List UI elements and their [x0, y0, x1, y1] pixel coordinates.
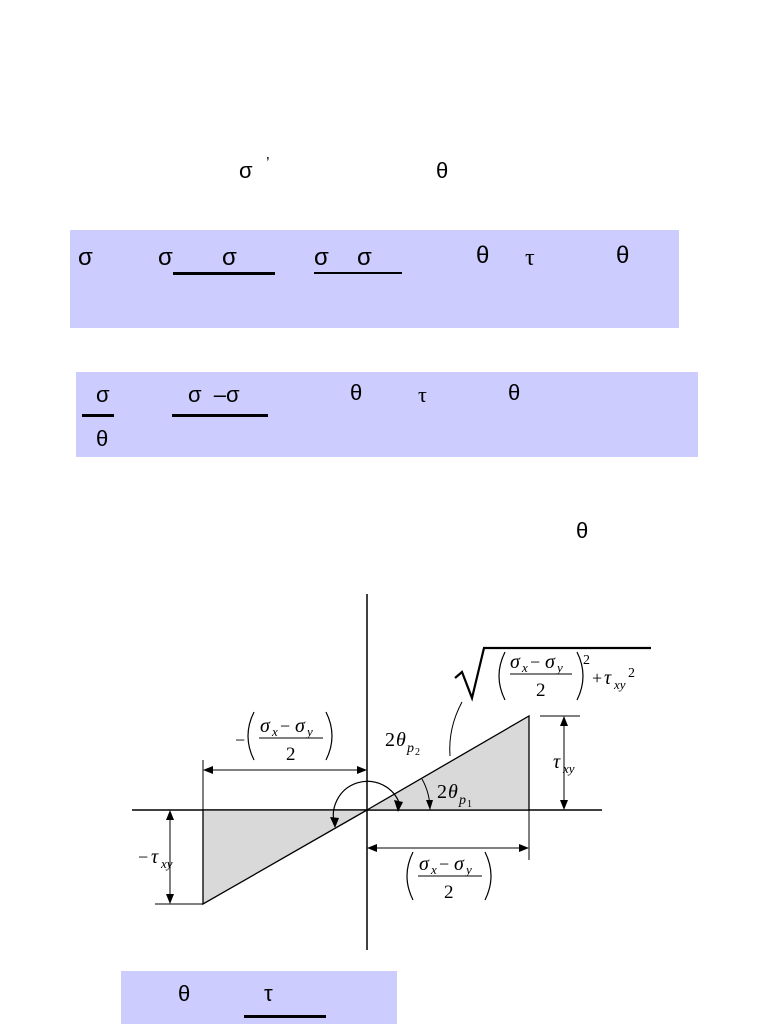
- sqrt-paren-right: [576, 651, 584, 701]
- bottom-paren-right: [484, 851, 492, 901]
- neg-left-mid-minus: −: [280, 716, 290, 736]
- bottom-sub-y: y: [464, 862, 472, 877]
- eq1-theta-b: θ: [616, 242, 630, 269]
- tau-right-label: τ: [553, 751, 561, 773]
- tau-left-label: τ: [151, 846, 159, 868]
- neg-left-sub-y: y: [305, 724, 313, 739]
- sqrt-two: 2: [536, 680, 546, 701]
- angle1-sub: 1: [467, 799, 472, 810]
- tau-right-arrow-down: [560, 800, 568, 810]
- eq1-sigma-lhs: σ: [78, 244, 93, 271]
- angle1-theta: θ: [448, 781, 458, 803]
- sqrt-paren-left: [498, 651, 506, 701]
- neg-left-two: 2: [286, 744, 296, 765]
- sqrt-minus: −: [530, 652, 540, 672]
- angle2-two: 2: [385, 729, 395, 751]
- sqrt-tau-exp: 2: [628, 666, 635, 681]
- tau-right-arrow-up: [560, 716, 568, 726]
- eq1-fraction-bar-2: [314, 272, 402, 274]
- neg-left-paren-right: [325, 711, 333, 761]
- sqrt-sub-x: x: [521, 660, 528, 675]
- eq2-sigma-difference: σ –σ: [188, 382, 240, 407]
- neg-left-sub-x: x: [271, 724, 278, 739]
- angle-2thetap2-arc: [332, 780, 401, 827]
- bottom-two: 2: [444, 882, 454, 903]
- eq1-theta-a: θ: [476, 242, 490, 269]
- sqrt-tau-sub: xy: [613, 677, 626, 692]
- bottom-mid-minus: −: [439, 854, 449, 874]
- eq1-fraction-bar-1: [173, 272, 275, 275]
- sqrt-sub-y: y: [555, 660, 563, 675]
- sqrt-sigma-x: σ: [510, 651, 521, 673]
- sqrt-sigma-y: σ: [545, 651, 556, 673]
- neg-left-sigma-x: σ: [260, 715, 271, 737]
- angle1-p: p: [458, 793, 466, 808]
- bottom-sigma-y: σ: [454, 853, 465, 875]
- angle-2thetap2-arrow-a: [394, 800, 403, 812]
- angle-2thetap2-arrow-b: [330, 817, 339, 828]
- eq1-tau: τ: [525, 245, 535, 271]
- bottom-dim-arrow-right: [519, 844, 529, 852]
- eq2-sigma-numerator: σ: [96, 382, 110, 407]
- eq3-fraction-bar: [244, 1015, 326, 1018]
- hypotenuse-leader: [449, 701, 463, 757]
- eq2-fraction-bar-1: [82, 414, 114, 417]
- sqrt-exp: 2: [583, 653, 590, 668]
- angle2-sub: 2: [415, 747, 420, 758]
- tau-left-arrow-down: [166, 894, 174, 904]
- eq1-sigma-c: σ: [314, 244, 329, 271]
- eq2-theta-a: θ: [350, 380, 363, 405]
- intro-apostrophe: ’: [266, 155, 270, 172]
- eq2-tau: τ: [418, 382, 427, 407]
- neg-left-minus: −: [235, 730, 245, 750]
- neg-left-paren-left: [247, 711, 255, 761]
- right-triangle: [364, 714, 530, 811]
- eq2-theta-b: θ: [508, 380, 521, 405]
- paragraph-theta: θ: [576, 518, 589, 543]
- bottom-dim-arrow-left: [367, 844, 377, 852]
- left-dim-arrow-left: [203, 766, 213, 774]
- eq2-theta-denominator: θ: [96, 426, 109, 451]
- eq2-fraction-bar-2: [172, 414, 268, 417]
- neg-left-sigma-y: σ: [295, 715, 306, 737]
- angle2-p: p: [406, 741, 414, 756]
- tau-left-arrow-up: [166, 810, 174, 820]
- eq3-tau: τ: [264, 981, 273, 1006]
- equation-2-box: σ θ σ –σ θ τ θ: [76, 372, 698, 457]
- angle-2thetap1-arrow: [426, 800, 433, 810]
- equation-1-box: σ σ σ σ σ θ τ θ: [70, 230, 679, 328]
- eq3-theta: θ: [178, 981, 191, 1006]
- bottom-sub-x: x: [430, 862, 437, 877]
- left-triangle: [202, 809, 370, 906]
- equation-3-box: θ τ: [121, 971, 397, 1024]
- intro-theta: θ: [436, 158, 449, 183]
- eq1-sigma-d: σ: [357, 244, 372, 271]
- sqrt-radical: [454, 646, 651, 702]
- tau-right-sub: xy: [562, 761, 575, 776]
- tau-left-minus: −: [138, 847, 148, 867]
- bottom-paren-left: [406, 851, 414, 901]
- angle2-theta: θ: [396, 729, 406, 751]
- tau-left-sub: xy: [160, 856, 173, 871]
- intro-sigma: σ: [239, 158, 253, 183]
- eq1-sigma-a: σ: [158, 244, 173, 271]
- sqrt-plus: +: [592, 668, 602, 688]
- eq1-sigma-b: σ: [222, 244, 237, 271]
- bottom-sigma-x: σ: [419, 853, 430, 875]
- sqrt-tau: τ: [604, 667, 612, 689]
- angle1-two: 2: [437, 781, 447, 803]
- left-dim-arrow-right: [357, 766, 367, 774]
